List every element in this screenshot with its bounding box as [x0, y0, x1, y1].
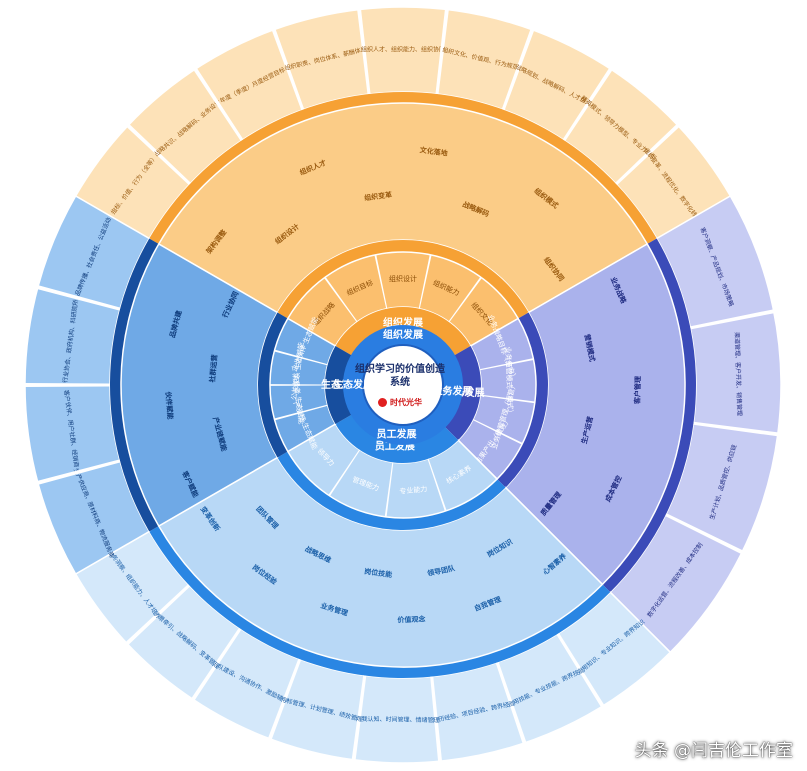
org-outer-band [149, 92, 657, 244]
org-outer-divider [126, 124, 191, 186]
emp-outer-divider [191, 627, 242, 701]
watermark: 头条 @闫吉伦工作室 [634, 741, 793, 761]
eco-inner-band [258, 312, 288, 458]
center-logo: 时代光华 [378, 397, 422, 408]
emp-inner-divider [427, 458, 447, 512]
biz-inner-item: 业务经营模式（模式） [504, 346, 515, 416]
biz-outer-divider [693, 421, 779, 437]
org-inner-item: 组织设计 [389, 274, 417, 283]
emp-outer-divider [430, 676, 443, 762]
biz-inner-divider [479, 358, 534, 371]
eco-outer-divider [25, 383, 111, 387]
emp-inner-divider [384, 462, 394, 517]
biz-inner-divider [480, 394, 535, 404]
emp-inner-item: 专业能力 [399, 484, 428, 496]
eco-inner-divider [274, 349, 328, 366]
center-title: 组织学习的价值创造系统 [355, 364, 445, 388]
emp-middle-item: 岗位技能 [364, 567, 393, 580]
org-middle-item: 组织变革 [364, 190, 393, 203]
emp-core-arc [335, 414, 459, 463]
eco-inner-divider [274, 404, 328, 421]
org-core-label: 组织发展 [383, 328, 423, 341]
org-inner-divider [448, 276, 482, 323]
eco-middle-item: 伙伴赋能 [164, 391, 175, 420]
org-outer-divider [435, 9, 449, 95]
emp-middle-item: 价值观念 [397, 614, 426, 624]
biz-core-label: 业务发展 [433, 385, 473, 398]
biz-outer-divider [665, 513, 743, 554]
emp-outer-divider [495, 661, 527, 744]
emp-outer-band [149, 526, 611, 678]
org-outer-divider [501, 29, 535, 111]
emp-outer-divider [267, 658, 302, 740]
biz-middle-item: 客户管理 [633, 376, 643, 405]
eco-core-label: 生态发展 [333, 378, 373, 391]
org-inner-divider [324, 276, 358, 323]
emp-outer-divider [125, 584, 191, 645]
eco-core-arc [324, 346, 353, 424]
emp-inner-divider [328, 449, 361, 497]
biz-inner-band [497, 312, 548, 488]
biz-outer-divider [690, 309, 775, 330]
org-sector-name: 组织发展 [383, 316, 423, 329]
org-outer-divider [562, 68, 613, 142]
biz-outer-item: 渠道管理、客户开发、销售管理 [733, 332, 744, 416]
emp-outer-divider [351, 675, 367, 761]
eco-outer-band [109, 238, 159, 532]
org-outer-divider [271, 29, 305, 111]
org-outer-divider [193, 68, 244, 142]
eco-outer-divider [37, 459, 121, 485]
org-outer-divider [615, 124, 680, 186]
org-middle-item: 文化落地 [419, 145, 448, 158]
biz-inner-divider [472, 419, 523, 445]
eco-inner-divider [270, 384, 326, 386]
org-inner-divider [418, 254, 432, 309]
org-outer-item: 组织人才、组织能力、组织协同 [361, 46, 445, 54]
emp-core-label: 员工发展 [376, 428, 416, 441]
eco-outer-divider [37, 285, 121, 311]
org-outer-divider [357, 9, 371, 95]
logo-icon [378, 398, 387, 407]
emp-outer-item: 自我认知、时间管理、情绪管理 [355, 715, 439, 724]
emp-outer-divider [556, 633, 605, 708]
eco-middle-item: 社群运营 [207, 354, 218, 384]
org-inner-band [277, 239, 529, 319]
org-inner-divider [374, 254, 388, 309]
org-core-arc [335, 306, 471, 356]
logo-text: 时代光华 [390, 398, 422, 407]
